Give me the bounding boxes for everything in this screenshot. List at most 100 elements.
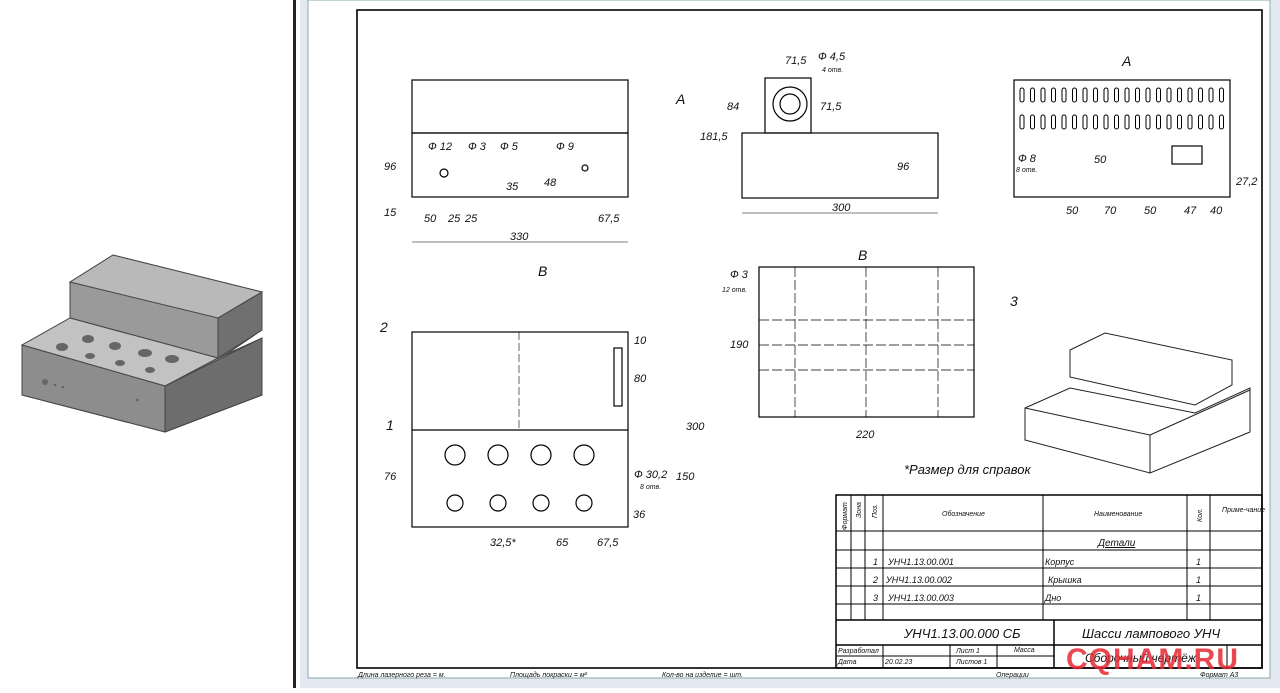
- dim-label: 67,5: [597, 537, 619, 549]
- vent-slot: [1051, 114, 1056, 130]
- specification-table: [835, 494, 1263, 669]
- vent-slot: [1093, 114, 1098, 130]
- footer-format: Формат А3: [1200, 672, 1238, 679]
- footer-quantity: Кол-во на изделие = шт.: [662, 671, 743, 679]
- dim-label: 8 отв.: [640, 484, 661, 491]
- date-value: 20.02.23: [884, 659, 912, 666]
- vent-slot: [1030, 87, 1035, 103]
- dim-label: 71,5: [820, 101, 842, 113]
- vent-slot: [1019, 87, 1025, 103]
- leader-1: 1: [386, 417, 394, 433]
- vent-slot: [1114, 87, 1119, 103]
- dim-label: 76: [384, 471, 397, 483]
- dim-label: Ф 3: [468, 141, 487, 153]
- dim-label: 80: [634, 373, 647, 385]
- footer-paint-area: Площадь покраски = м²: [510, 671, 588, 679]
- dim-label: 40: [1210, 205, 1223, 217]
- dim-label: Ф 3: [730, 269, 749, 281]
- vent-slot: [1145, 114, 1151, 130]
- row-name: Крышка: [1048, 575, 1082, 585]
- dim-label: 181,5: [700, 131, 728, 143]
- header-pos: Поз.: [872, 504, 879, 518]
- dim-label: 27,2: [1235, 176, 1257, 188]
- dim-label: 25: [447, 213, 461, 225]
- bottom-view-b: [758, 266, 975, 418]
- tube-socket-hole: [444, 444, 466, 466]
- footer-operations: Операции: [996, 672, 1029, 679]
- vent-slot: [1198, 87, 1203, 103]
- vent-slot: [1082, 114, 1088, 130]
- dim-label: 150: [676, 471, 695, 483]
- view-markers: A B A B 1 2 3 *Размер для справок: [379, 53, 1131, 477]
- vent-slot: [1103, 114, 1109, 130]
- header-designation: Обозначение: [942, 510, 985, 518]
- row-designation: УНЧ1.13.00.002: [885, 575, 952, 585]
- dim-label: 220: [855, 429, 875, 441]
- panel-splitter[interactable]: [293, 0, 296, 688]
- row-pos: 1: [873, 557, 878, 567]
- dim-label: Ф 30,2: [634, 469, 667, 481]
- header-format: Формат: [842, 502, 849, 530]
- sheet-count: Листов 1: [955, 659, 987, 666]
- dim-label: 12 отв.: [722, 287, 747, 294]
- dim-label: 25: [464, 213, 478, 225]
- tube-socket-hole: [575, 494, 593, 512]
- vent-slot: [1082, 87, 1088, 103]
- dim-label: 50: [1094, 154, 1107, 166]
- vent-slot: [1072, 114, 1077, 130]
- tube-socket-hole: [446, 494, 464, 512]
- vent-slot: [1156, 114, 1161, 130]
- side-view-a: [1013, 79, 1231, 198]
- vent-slot: [1145, 87, 1151, 103]
- dim-label: 67,5: [598, 213, 620, 225]
- vent-slot: [1019, 114, 1025, 130]
- tube-socket-hole: [530, 444, 552, 466]
- vent-slot: [1051, 87, 1056, 103]
- dim-label: 300: [832, 202, 851, 214]
- sheet-footer: Длина лазерного реза = м. Площадь покрас…: [357, 671, 1238, 679]
- dimension-labels: Ф 12 Ф 3 Ф 5 Ф 9 96 15 35 48 50 25 25 67…: [384, 51, 1257, 549]
- vent-slot: [1103, 87, 1109, 103]
- vent-slot: [1135, 87, 1140, 103]
- dim-label: Ф 5: [500, 141, 519, 153]
- row-name: Дно: [1044, 593, 1061, 603]
- row-qty: 1: [1196, 593, 1201, 603]
- vent-slot: [1177, 114, 1182, 130]
- header-zone: Зона: [856, 502, 863, 518]
- dim-label: 190: [730, 339, 749, 351]
- vent-slot: [1208, 87, 1214, 103]
- ventilation-slots: [1019, 87, 1224, 130]
- front-view: [411, 79, 629, 243]
- dim-label: 35: [506, 181, 519, 193]
- top-view: [741, 77, 939, 214]
- iso-view: [1024, 332, 1251, 474]
- vent-slot: [1166, 114, 1172, 130]
- vent-slot: [1061, 114, 1067, 130]
- title-block: УНЧ1.13.00.000 СБ Шасси лампового УНЧ Сб…: [837, 626, 1220, 666]
- row-name: Корпус: [1045, 557, 1075, 567]
- view-arrow-b: B: [538, 263, 547, 279]
- vent-slot: [1124, 114, 1130, 130]
- view-arrow-a: A: [675, 91, 685, 107]
- tube-socket-hole: [532, 494, 550, 512]
- mass-label: Масса: [1014, 647, 1035, 654]
- vent-slot: [1187, 87, 1193, 103]
- dim-label: 47: [1184, 205, 1197, 217]
- model-preview-panel[interactable]: [0, 0, 293, 688]
- footer-laser-length: Длина лазерного реза = м.: [357, 672, 446, 679]
- dim-label: 65: [556, 537, 569, 549]
- vent-slot: [1135, 114, 1140, 130]
- vent-slot: [1030, 114, 1035, 130]
- header-note: Приме-чание: [1222, 507, 1265, 514]
- vent-slot: [1093, 87, 1098, 103]
- vent-slot: [1114, 114, 1119, 130]
- dim-label: 71,5: [785, 55, 807, 67]
- spec-table-headers: Формат Зона Поз. Обозначение Наименовани…: [842, 502, 1265, 530]
- vent-slot: [1040, 114, 1046, 130]
- document-type: Сборочный чертёж: [1085, 651, 1197, 665]
- vent-slot: [1219, 87, 1224, 103]
- dim-label: 84: [727, 101, 739, 113]
- dim-label: 32,5*: [490, 537, 516, 549]
- spec-table-body: Детали 1 УНЧ1.13.00.001 Корпус 1 2 УНЧ1.…: [872, 538, 1201, 603]
